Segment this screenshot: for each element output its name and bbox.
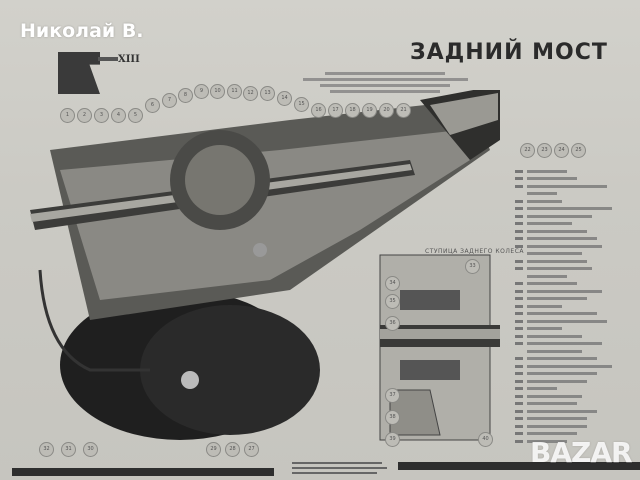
callout-18: 18: [345, 103, 360, 118]
callout-15: 15: [294, 97, 309, 112]
callout-9: 9: [194, 84, 209, 99]
rear-axle-cutaway-drawing: [30, 90, 500, 441]
bazar-logo-watermark: BAZAR: [530, 436, 633, 469]
callout-21: 21: [396, 103, 411, 118]
emblem-plate-icon: [58, 52, 100, 94]
callout-23: 23: [537, 143, 552, 158]
callout-20: 20: [379, 103, 394, 118]
callout-4: 4: [111, 108, 126, 123]
callout-37: 37: [385, 388, 400, 403]
callout-40: 40: [478, 432, 493, 447]
callout-38: 38: [385, 410, 400, 425]
series-mark: XIII: [118, 54, 140, 65]
callout-11: 11: [227, 84, 242, 99]
callout-12: 12: [243, 86, 258, 101]
publisher-emblem: XIII: [58, 52, 140, 94]
callout-19: 19: [362, 103, 377, 118]
callout-34: 34: [385, 276, 400, 291]
callout-35: 35: [385, 294, 400, 309]
callout-28: 28: [225, 442, 240, 457]
callout-2: 2: [77, 108, 92, 123]
callout-14: 14: [277, 91, 292, 106]
callout-27: 27: [244, 442, 259, 457]
callout-29: 29: [206, 442, 221, 457]
callout-33: 33: [465, 259, 480, 274]
callout-24: 24: [554, 143, 569, 158]
callout-3: 3: [94, 108, 109, 123]
footer-rule-left: [12, 468, 274, 476]
callout-39: 39: [385, 432, 400, 447]
poster-subtitle: [300, 72, 470, 96]
callout-22: 22: [520, 143, 535, 158]
hub-section-title: СТУПИЦА ЗАДНЕГО КОЛЕСА: [425, 248, 524, 255]
callout-31: 31: [61, 442, 76, 457]
callout-13: 13: [260, 86, 275, 101]
callout-32: 32: [39, 442, 54, 457]
callout-10: 10: [210, 84, 225, 99]
emblem-stripe: [98, 57, 118, 61]
callout-30: 30: [83, 442, 98, 457]
callout-5: 5: [128, 108, 143, 123]
publisher-imprint: [292, 462, 392, 477]
callout-8: 8: [178, 88, 193, 103]
callout-25: 25: [571, 143, 586, 158]
callout-36: 36: [385, 316, 400, 331]
callout-17: 17: [328, 103, 343, 118]
callout-6: 6: [145, 98, 160, 113]
callout-1: 1: [60, 108, 75, 123]
callout-7: 7: [162, 93, 177, 108]
seller-name-watermark: Николай В.: [20, 20, 144, 42]
callout-16: 16: [311, 103, 326, 118]
footer-rule-right: [398, 462, 640, 470]
parts-legend: [515, 168, 635, 446]
poster-title: ЗАДНИЙ МОСТ: [410, 40, 608, 65]
